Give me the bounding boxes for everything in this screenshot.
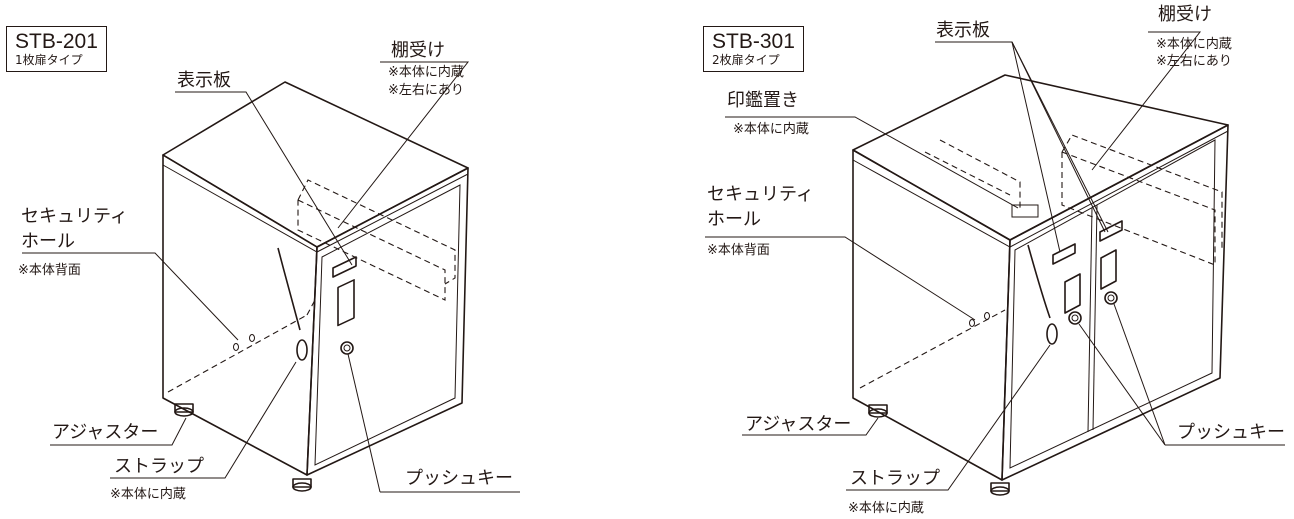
label-adjuster: アジャスター (52, 422, 159, 443)
label-security-hole-line2: ホール (707, 209, 761, 230)
security-hole-icon (984, 312, 990, 320)
push-key-icon (340, 341, 354, 355)
model-box-stb-201: STB-201 1枚扉タイプ (6, 26, 107, 73)
security-hole-icon (233, 343, 239, 351)
note-seal-builtin: ※本体に内蔵 (733, 122, 809, 137)
label-push-key: プッシュキー (1177, 422, 1285, 443)
push-key-icon (1104, 291, 1118, 305)
display-plate-icon (1099, 220, 1123, 242)
model-code: STB-201 (15, 30, 98, 53)
leaders-left (22, 61, 520, 493)
seal-holder-icon (1011, 204, 1039, 218)
security-hole-icon (249, 334, 255, 342)
note-shelf-builtin: ※本体に内蔵 (388, 65, 464, 80)
model-code: STB-301 (712, 30, 795, 53)
label-security-hole-line2: ホール (21, 231, 75, 252)
label-strap: ストラップ (850, 468, 940, 489)
label-security-hole-line1: セキュリティ (707, 184, 814, 205)
model-type: 1枚扉タイプ (15, 53, 83, 68)
cabinet-stb-301 (852, 74, 1229, 496)
handle-icon (337, 279, 355, 327)
label-strap: ストラップ (114, 456, 204, 477)
note-strap-builtin: ※本体に内蔵 (848, 501, 924, 516)
security-hole-icon (969, 319, 975, 327)
display-plate-icon (1052, 243, 1076, 265)
handle-icon (1100, 249, 1117, 290)
strap-icon (1027, 244, 1051, 319)
label-seal-holder: 印鑑置き (727, 90, 799, 111)
note-strap-builtin: ※本体に内蔵 (110, 487, 186, 502)
label-display-plate: 表示板 (177, 70, 231, 91)
label-shelf-support: 棚受け (391, 40, 445, 61)
label-adjuster: アジャスター (745, 414, 852, 435)
note-security-back: ※本体背面 (707, 243, 770, 258)
label-display-plate: 表示板 (936, 20, 990, 41)
leaders-right (705, 31, 1285, 491)
strap-icon (277, 247, 301, 331)
note-shelf-both-sides: ※左右にあり (388, 83, 464, 98)
note-shelf-both-sides: ※左右にあり (1156, 54, 1232, 69)
push-key-icon (1068, 311, 1082, 325)
label-shelf-support: 棚受け (1158, 4, 1212, 25)
cabinet-stb-201 (162, 81, 469, 492)
label-security-hole-line1: セキュリティ (21, 206, 128, 227)
model-type: 2枚扉タイプ (712, 53, 780, 68)
handle-icon (1064, 273, 1081, 314)
model-box-stb-301: STB-301 2枚扉タイプ (703, 26, 804, 73)
label-push-key: プッシュキー (405, 468, 513, 489)
note-shelf-builtin: ※本体に内蔵 (1156, 37, 1232, 52)
note-security-back: ※本体背面 (18, 263, 81, 278)
display-plate-icon (332, 256, 357, 278)
